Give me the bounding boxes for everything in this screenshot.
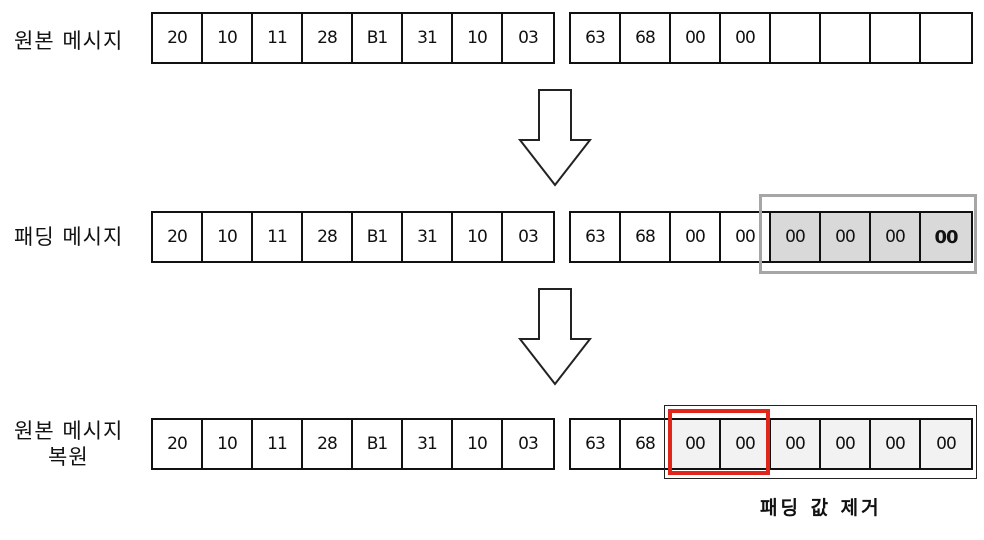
original-block-1: 20 10 11 28 B1 31 10 03 [151, 12, 555, 64]
restored-bytes-highlight [668, 409, 770, 475]
empty-cell [871, 14, 921, 62]
padded-block-1: 20 10 11 28 B1 31 10 03 [151, 211, 555, 263]
byte-cell: 63 [571, 14, 621, 62]
restored-block-1: 20 10 11 28 B1 31 10 03 [151, 418, 555, 470]
byte-cell: B1 [353, 213, 403, 261]
padded-block-2: 63 68 00 00 00 00 00 00 [569, 211, 973, 263]
byte-cell: 28 [303, 420, 353, 468]
byte-cell: 10 [453, 213, 503, 261]
row-label-original: 원본 메시지 [14, 29, 124, 53]
byte-cell: B1 [353, 14, 403, 62]
byte-cell: 28 [303, 213, 353, 261]
empty-cell [921, 14, 971, 62]
removed-byte-cell: 00 [921, 420, 971, 468]
byte-cell: 00 [721, 213, 771, 261]
byte-cell: 11 [253, 14, 303, 62]
removed-byte-cell: 00 [871, 420, 921, 468]
removed-padding-frame [664, 405, 977, 479]
byte-cell: 68 [621, 213, 671, 261]
byte-cell: 28 [303, 14, 353, 62]
padding-cell: 00 [871, 213, 921, 261]
removed-byte-cell: 00 [671, 420, 721, 468]
row-label-padded: 패딩 메시지 [14, 225, 124, 249]
byte-cell: 00 [721, 14, 771, 62]
byte-cell: 31 [403, 213, 453, 261]
removed-byte-cell: 00 [771, 420, 821, 468]
byte-cell: 03 [518, 434, 539, 454]
original-block-2: 63 68 00 00 [569, 12, 973, 64]
byte-cell: 10 [453, 14, 503, 62]
padding-cell: 00 [771, 213, 821, 261]
byte-cell: 00 [671, 213, 721, 261]
byte-cell: 11 [253, 420, 303, 468]
down-arrow-icon [517, 288, 593, 386]
byte-cell: 10 [203, 420, 253, 468]
padding-highlight-frame [759, 194, 977, 274]
byte-cell: 20 [153, 14, 203, 62]
byte-cell: 10 [203, 14, 253, 62]
byte-cell: 03 [518, 227, 539, 247]
removed-byte-cell: 00 [821, 420, 871, 468]
byte-cell: 31 [403, 420, 453, 468]
byte-cell: B1 [353, 420, 403, 468]
byte-cell: 31 [403, 14, 453, 62]
restored-block-2: 63 68 00 00 00 00 00 00 [569, 418, 973, 470]
byte-cell: 63 [571, 420, 621, 468]
empty-cell [771, 14, 821, 62]
byte-cell: 10 [203, 213, 253, 261]
down-arrow-icon [517, 89, 593, 187]
padding-cell: 00 [821, 213, 871, 261]
padding-removal-caption: 패딩 값 제거 [760, 497, 882, 519]
byte-cell: 20 [153, 213, 203, 261]
removed-byte-cell: 00 [721, 420, 771, 468]
byte-cell: 03 [518, 28, 539, 48]
byte-cell: 00 [671, 14, 721, 62]
byte-cell: 10 [453, 420, 503, 468]
byte-cell: 20 [153, 420, 203, 468]
row-label-restored: 원본 메시지 복원 [14, 419, 124, 469]
empty-cell [821, 14, 871, 62]
byte-cell: 11 [253, 213, 303, 261]
padding-cell: 00 [921, 213, 971, 261]
byte-cell: 68 [621, 14, 671, 62]
byte-cell: 63 [571, 213, 621, 261]
